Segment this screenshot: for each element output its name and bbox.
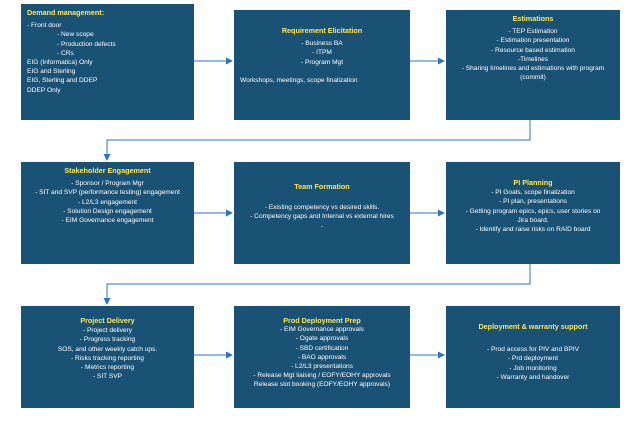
box-line: - Warranty and handover xyxy=(496,373,570,381)
box-line: - Existing competency vs desired skills. xyxy=(264,204,380,212)
box-line: DDEP Only xyxy=(27,86,61,94)
box-line xyxy=(240,67,404,76)
box-line: - Release Mgt liaising / EOFY/EOHY appro… xyxy=(253,372,391,380)
box-line: Jira board. xyxy=(517,216,549,224)
stakeholder-engagement-box: Stakeholder Engagement - Sponsor / Progr… xyxy=(21,162,194,264)
box-line: - xyxy=(320,222,324,230)
box-line: - L2/L3 presentations xyxy=(291,363,353,371)
box-line: - Getting program epics, epics, user sto… xyxy=(465,207,601,215)
prod-deployment-prep-box: Prod Deployment Prep - EIM Governance ap… xyxy=(234,306,410,408)
box-line: EIG, Sterling and DDEP xyxy=(27,77,98,85)
box-line: - EIM Governance approvals xyxy=(280,326,364,334)
box-line: Workshops, meetings, scope finalization xyxy=(240,76,358,84)
box-line: - PI plan, presentations xyxy=(499,198,567,206)
arrow-pi-to-project xyxy=(103,264,531,305)
box-line: Release slot booking (EOFY/EOHY approval… xyxy=(253,381,391,389)
box-title: Project Delivery xyxy=(80,316,135,325)
box-line: - Identify and raise risks on RAID board xyxy=(475,226,591,234)
box-line: - Production defects xyxy=(57,40,116,48)
box-line: - Sharing timelines and estimations with… xyxy=(461,65,605,73)
demand-management-box: Demand management: - Front door - New sc… xyxy=(21,4,194,120)
box-line: - Project delivery xyxy=(82,327,133,335)
box-line: - CRs xyxy=(57,49,74,57)
box-line: - BAO approvals xyxy=(297,353,347,361)
box-title: Requirement Elicitation xyxy=(281,26,363,35)
box-line: - PI Goals, scope finalization xyxy=(491,189,575,197)
box-title: Stakeholder Engagement xyxy=(64,166,151,175)
box-line: - Estimation presentation xyxy=(496,37,570,45)
box-line: - Job monitoring xyxy=(509,364,557,372)
box-line: - Progress tracking xyxy=(79,336,136,344)
box-title: Demand management: xyxy=(27,8,105,17)
box-line: - Front door xyxy=(27,22,62,30)
box-line: - Prod access for PIV and BPIV xyxy=(487,346,579,354)
requirement-elicitation-box: Requirement Elicitation - Business BA - … xyxy=(234,10,410,120)
box-line: - Program Mgt xyxy=(300,58,344,66)
box-line: - ITPM xyxy=(312,49,332,57)
box-title: Estimations xyxy=(512,14,554,23)
box-title: Prod Deployment Prep xyxy=(283,316,361,325)
pi-planning-box: PI Planning - PI Goals, scope finalizati… xyxy=(446,162,620,264)
box-line: - EIM Governance engagement xyxy=(61,217,154,225)
box-line: EIG (Informatica) Only xyxy=(27,59,93,67)
box-line: - Competency gaps and Internal vs extern… xyxy=(250,213,394,221)
box-line: (commit) xyxy=(520,74,546,82)
box-line: -Timelines xyxy=(517,55,549,63)
box-title: Team Formation xyxy=(294,182,350,191)
box-line: - Sponsor / Program Mgr xyxy=(71,180,144,188)
arrow-estimations-to-stakeholder xyxy=(103,120,531,161)
box-line: - SBD certification xyxy=(295,344,349,352)
box-title: Deployment & warranty support xyxy=(478,322,588,331)
deployment-warranty-box: Deployment & warranty support - Prod acc… xyxy=(446,306,620,408)
box-line: EIG and Sterling xyxy=(27,68,76,76)
box-line: - New scope xyxy=(57,31,94,39)
box-line: - Metrics reporting xyxy=(80,364,135,372)
box-line: - TEP Estimation xyxy=(508,28,558,36)
box-line: - SIT SVP xyxy=(92,373,123,381)
box-line: - Risks tracking reporting xyxy=(71,354,144,362)
team-formation-box: Team Formation - Existing competency vs … xyxy=(234,162,410,264)
box-line: - Solution Design engagement xyxy=(63,207,152,215)
box-line: - SIT and SVP (performance testing) enga… xyxy=(35,189,180,197)
project-delivery-box: Project Delivery - Project delivery - Pr… xyxy=(21,306,194,408)
estimations-box: Estimations - TEP Estimation - Estimatio… xyxy=(446,10,620,120)
box-line: - Resource based estimation xyxy=(491,46,575,54)
box-line: - L2/L3 engagement xyxy=(77,198,138,206)
box-line: - Prd deployment xyxy=(507,355,559,363)
box-line: SOS, and other weekly catch ups. xyxy=(57,345,158,353)
box-line: - Ogate approvals xyxy=(295,335,349,343)
box-line: - Business BA xyxy=(301,40,343,48)
box-title: PI Planning xyxy=(513,178,553,187)
